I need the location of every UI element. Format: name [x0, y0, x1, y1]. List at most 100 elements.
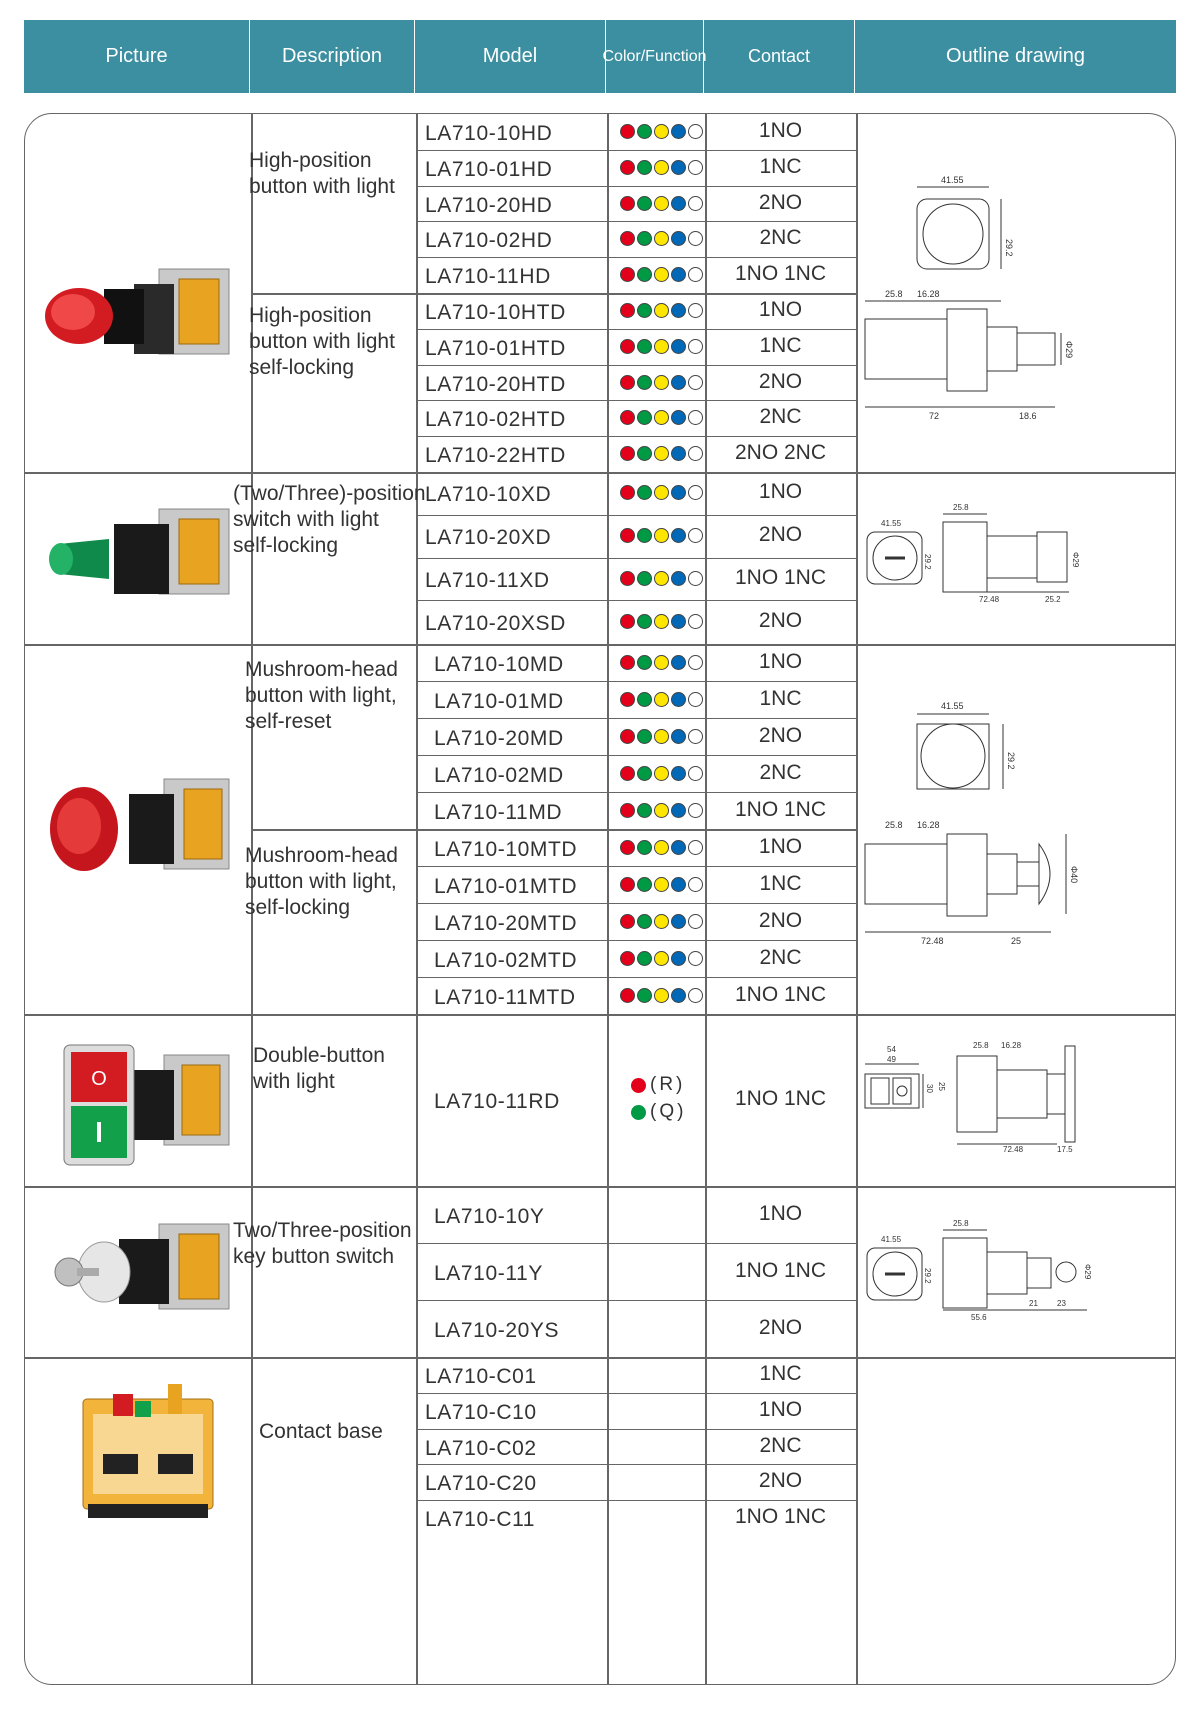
color-options — [620, 195, 703, 211]
contact-type: 1NO — [758, 834, 803, 858]
color-dot — [620, 728, 635, 744]
description-line: button with light, — [245, 870, 397, 893]
product-image-green-selector-switch — [49, 508, 230, 595]
color-dot — [671, 839, 686, 855]
color-dot — [620, 571, 635, 586]
svg-text:55.6: 55.6 — [971, 1313, 987, 1322]
color-dot — [637, 571, 652, 586]
color-dot — [688, 950, 703, 966]
color-dot — [620, 528, 635, 544]
color-dot — [620, 267, 635, 283]
color-dot — [620, 913, 635, 929]
color-dot — [654, 802, 669, 818]
color-dot — [671, 485, 686, 501]
color-options — [620, 987, 703, 1003]
svg-text:Φ29: Φ29 — [1083, 1264, 1092, 1280]
svg-text:18.6: 18.6 — [1019, 411, 1037, 421]
color-dot — [654, 195, 669, 211]
header-picture: Picture — [24, 20, 250, 93]
contact-type: 2NO — [758, 369, 803, 393]
color-dot — [637, 410, 652, 426]
color-dot — [620, 950, 635, 966]
color-dot — [637, 267, 652, 283]
contact-type: 2NO — [758, 1469, 803, 1493]
color-dot — [671, 691, 686, 707]
color-dot — [688, 839, 703, 855]
color-dot — [637, 302, 652, 318]
color-dot — [654, 654, 669, 670]
svg-text:25: 25 — [937, 1082, 946, 1091]
svg-text:21: 21 — [1029, 1299, 1038, 1308]
color-dot — [637, 528, 652, 544]
model-number: LA710-11HD — [425, 265, 551, 289]
color-dot — [688, 528, 703, 544]
color-dot — [637, 613, 652, 629]
contact-type: 2NO — [758, 190, 803, 214]
color-dot — [688, 913, 703, 929]
svg-text:Φ29: Φ29 — [1064, 341, 1074, 358]
color-options — [620, 485, 703, 501]
model-number: LA710-22HTD — [425, 444, 566, 468]
color-dot — [654, 410, 669, 426]
model-number: LA710-11RD — [434, 1090, 560, 1113]
color-dot — [654, 338, 669, 354]
color-dot — [688, 765, 703, 781]
header-description: Description — [250, 20, 415, 93]
color-dot — [654, 159, 669, 175]
color-dot — [654, 913, 669, 929]
color-dot — [688, 195, 703, 211]
outline-drawing-xd: 41.55 29.2 25.8 72.48 25.2 Φ29 — [866, 503, 1080, 604]
contact-type: 2NO — [758, 523, 803, 547]
model-number: LA710-11XD — [425, 569, 550, 592]
description-line: self-locking — [249, 356, 355, 379]
color-options — [620, 876, 703, 892]
color-options — [620, 410, 703, 426]
color-options — [620, 267, 703, 283]
description-line: High-position — [249, 149, 372, 172]
contact-type: 2NO 2NC — [734, 441, 827, 465]
color-dot — [637, 159, 652, 175]
color-dot — [620, 485, 635, 501]
svg-text:16.28: 16.28 — [917, 289, 940, 299]
color-dot — [688, 446, 703, 462]
contact-type: 2NO — [758, 723, 803, 747]
group-description: Contact base — [259, 1419, 383, 1445]
color-dot — [654, 528, 669, 544]
color-dot — [620, 338, 635, 354]
description-line: self-locking — [233, 534, 339, 557]
model-number: LA710-20XSD — [425, 611, 566, 635]
contact-type: 2NC — [759, 1433, 802, 1457]
color-dot — [671, 765, 686, 781]
header-model: Model — [415, 20, 606, 93]
color-dot — [671, 159, 686, 175]
color-dot — [637, 338, 652, 354]
svg-text:16.28: 16.28 — [1001, 1041, 1022, 1050]
model-number: LA710-02MD — [434, 763, 564, 787]
description-line: self-locking — [245, 896, 351, 919]
color-dot — [637, 446, 652, 462]
outline-drawing-hd: 41.55 29.2 25.8 16.28 72 18.6 Φ29 — [864, 175, 1074, 421]
color-dot — [637, 839, 652, 855]
color-dot — [654, 839, 669, 855]
color-dot — [654, 446, 669, 462]
color-dot — [620, 302, 635, 318]
svg-text:29.2: 29.2 — [923, 554, 932, 570]
contact-type: 1NO 1NC — [734, 262, 827, 286]
model-number: LA710-C20 — [425, 1472, 537, 1496]
outline-drawing-y: 41.55 29.2 25.8 55.6 21 23 Φ29 — [866, 1219, 1092, 1322]
color-dot — [637, 485, 652, 501]
color-dot — [637, 987, 652, 1003]
model-number: LA710-10Y — [434, 1204, 545, 1228]
color-dot — [654, 485, 669, 501]
svg-text:54: 54 — [887, 1045, 896, 1054]
color-dot — [654, 765, 669, 781]
color-dot — [620, 410, 635, 426]
color-dot — [688, 876, 703, 892]
model-number: LA710-11MTD — [434, 985, 576, 1009]
color-dot — [637, 691, 652, 707]
color-dot — [637, 231, 652, 247]
description-line: High-position — [249, 304, 372, 327]
color-dot — [688, 410, 703, 426]
